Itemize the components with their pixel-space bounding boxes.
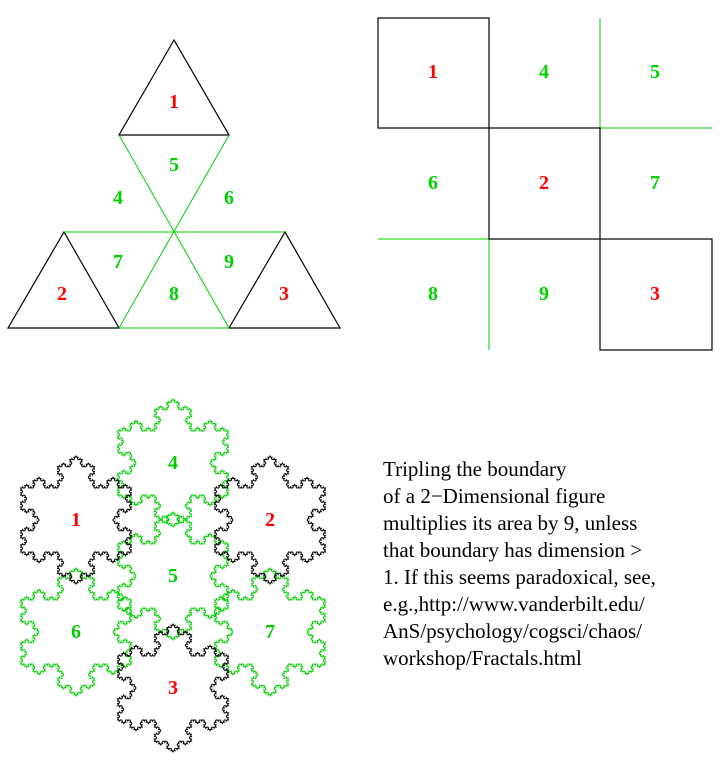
koch-black-snowflakes [19,455,327,753]
square-label-5: 5 [650,61,660,83]
koch-snowflake-1 [19,455,133,585]
caption-line: that boundary has dimension > [383,538,643,562]
caption-line: of a 2−Dimensional figure [383,484,606,508]
square-label-7: 7 [650,172,660,194]
caption-line: 1. If this seems paradoxical, see, [383,565,656,589]
triangle-label-7: 7 [113,251,123,273]
triangle-label-3: 3 [279,283,289,305]
square-label-8: 8 [428,283,438,305]
koch-label-5: 5 [168,565,178,587]
square-label-1: 1 [428,61,438,83]
triangle-label-1: 1 [169,91,179,113]
caption-line: Tripling the boundary [383,457,567,481]
triangle-label-5: 5 [169,154,179,176]
koch-label-3: 3 [168,677,178,699]
square-label-6: 6 [428,172,438,194]
triangle-label-9: 9 [224,251,234,273]
triangle-label-8: 8 [169,283,179,305]
caption-line: multiplies its area by 9, unless [383,511,638,535]
triangle-green-lines [64,134,285,329]
caption-line: workshop/Fractals.html [383,646,582,670]
square-label-4: 4 [539,61,549,83]
triangle-1-outline [117,38,231,136]
caption-line: AnS/psychology/cogsci/chaos/ [383,619,642,643]
triangle-figure: 1 2 3 4 5 6 7 8 9 [6,38,342,329]
koch-label-1: 1 [71,509,81,531]
koch-label-2: 2 [265,509,275,531]
square-label-9: 9 [539,283,549,305]
square-label-2: 2 [539,172,549,194]
caption-line: e.g.,http://www.vanderbilt.edu/ [383,592,645,616]
koch-green-snowflakes [19,398,327,697]
triangle-label-6: 6 [224,187,234,209]
triangle-2-outline [6,230,121,329]
square-black-boxes [377,17,713,351]
koch-label-4: 4 [168,452,178,474]
koch-snowflake-7 [213,567,327,697]
triangle-label-2: 2 [57,283,67,305]
triangle-label-4: 4 [113,187,123,209]
triangle-3-outline [227,230,342,329]
koch-figure: 1 2 3 4 5 6 7 [19,398,327,753]
square-label-3: 3 [650,283,660,305]
koch-snowflake-2 [213,455,327,585]
caption-text: Tripling the boundary of a 2−Dimensional… [383,456,718,672]
koch-snowflake-5 [116,511,230,641]
koch-snowflake-4 [116,398,230,528]
koch-label-6: 6 [71,621,81,643]
koch-snowflake-6 [19,567,133,697]
square-figure: 1 4 5 6 2 7 8 9 3 [377,17,713,351]
koch-label-7: 7 [265,621,275,643]
koch-snowflake-3 [116,623,230,753]
